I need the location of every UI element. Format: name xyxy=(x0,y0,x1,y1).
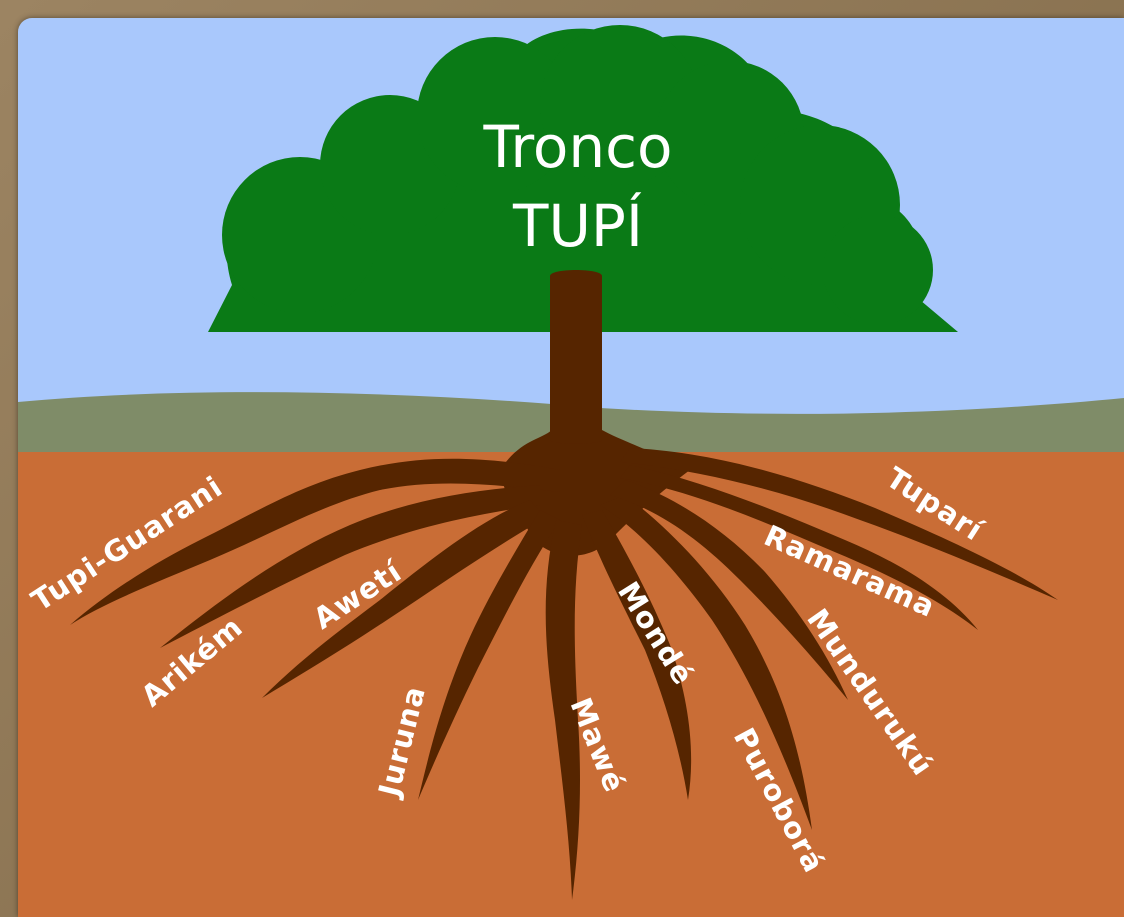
roots xyxy=(70,430,1058,900)
root-tupi-guarani xyxy=(70,458,560,625)
root-juruna xyxy=(418,510,560,800)
root-mawe xyxy=(545,520,582,900)
tree-trunk xyxy=(550,270,602,444)
root-arikem xyxy=(160,485,540,648)
title-line-2: TUPÍ xyxy=(512,191,643,260)
tree-illustration: Tronco TUPÍ Tupi-Guarani Arikém Awetí Ju… xyxy=(18,18,1124,917)
root-aweti xyxy=(262,500,545,698)
tree-diagram: Tronco TUPÍ Tupi-Guarani Arikém Awetí Ju… xyxy=(18,18,1124,917)
root-tupari xyxy=(620,448,1058,600)
tree-canopy xyxy=(208,25,958,333)
root-monde xyxy=(582,510,692,800)
title-line-1: Tronco xyxy=(482,113,672,181)
root-ramarama xyxy=(620,465,978,630)
root-munduruku xyxy=(610,480,848,700)
